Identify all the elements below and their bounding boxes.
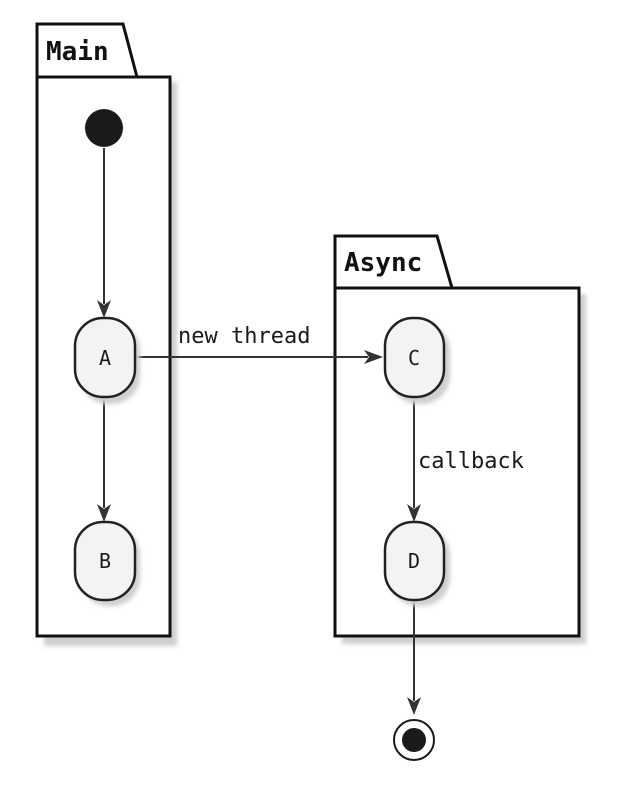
start-node bbox=[85, 109, 123, 147]
activity-node-b: B bbox=[73, 520, 140, 606]
activity-node-a: A bbox=[73, 316, 140, 404]
activity-node-c: C bbox=[383, 316, 450, 404]
activity-node-d-label: D bbox=[408, 549, 420, 573]
activity-node-d: D bbox=[383, 520, 450, 606]
activity-node-c-label: C bbox=[408, 346, 420, 370]
partition-async-label: Async bbox=[344, 248, 422, 278]
edge-a-to-b bbox=[97, 396, 111, 522]
edge-d-to-end bbox=[407, 600, 421, 715]
activity-node-b-label: B bbox=[99, 549, 111, 573]
edge-c-to-d bbox=[407, 396, 421, 522]
edge-label-new-thread: new thread bbox=[178, 324, 310, 349]
partition-main-label: Main bbox=[46, 37, 109, 67]
edge-label-callback: callback bbox=[418, 449, 524, 474]
edge-a-to-c bbox=[135, 350, 383, 364]
partition-async-body bbox=[333, 286, 581, 638]
end-node bbox=[393, 719, 435, 761]
edge-start-to-a bbox=[97, 148, 111, 318]
partition-async: Async bbox=[333, 234, 586, 644]
activity-node-a-label: A bbox=[99, 346, 111, 370]
